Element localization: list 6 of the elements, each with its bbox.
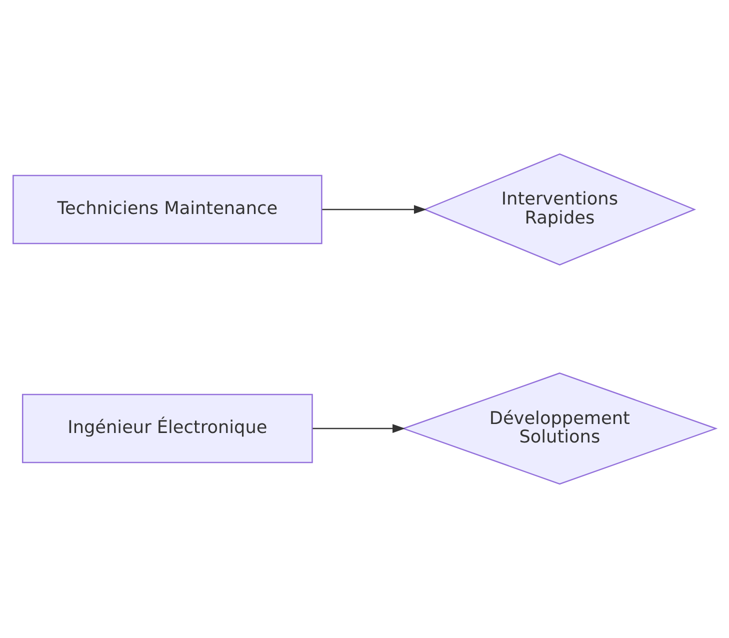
node-box: Ingénieur Électronique (22, 394, 313, 464)
node-diamond: Développement Solutions (402, 372, 718, 485)
node-box: Techniciens Maintenance (12, 174, 322, 244)
arrow (312, 424, 406, 433)
node-diamond: Interventions Rapides (423, 153, 696, 266)
arrow (322, 205, 427, 214)
